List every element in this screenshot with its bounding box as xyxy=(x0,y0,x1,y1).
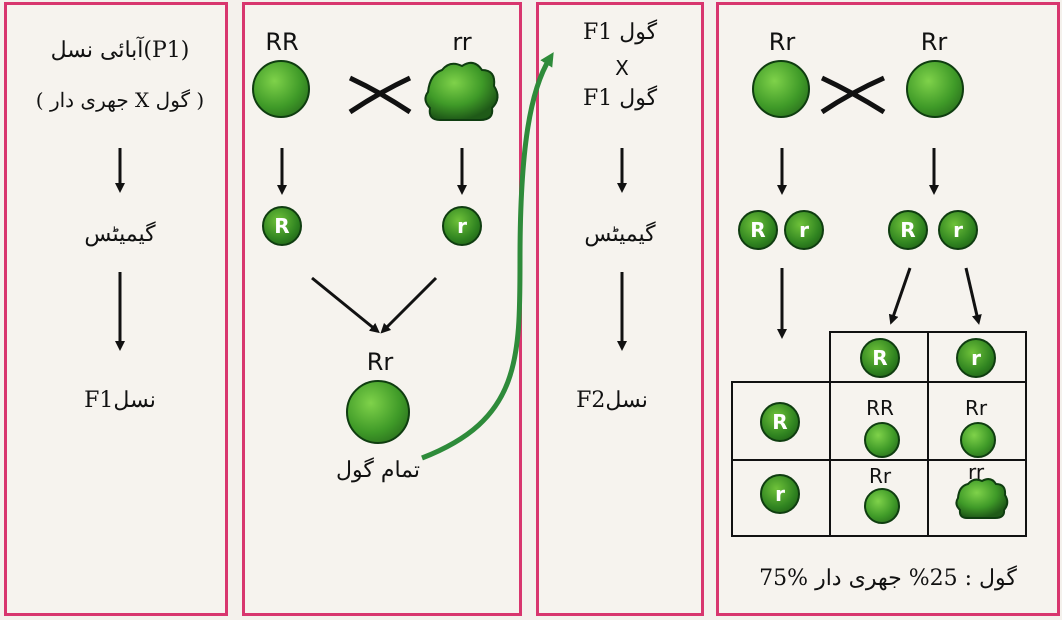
round-pea-icon xyxy=(906,60,964,118)
down-arrow-icon xyxy=(277,148,467,334)
punnett-row-header-r-recessive: r xyxy=(760,474,800,514)
gamete-left-r-dominant: R xyxy=(738,210,778,250)
gamete-r-dominant: R xyxy=(262,206,302,246)
parent-left-genotype: Rr xyxy=(768,28,796,56)
f1-cross-top-label: F1 گول xyxy=(582,20,658,45)
punnett-row-header-r-dominant: R xyxy=(760,402,800,442)
punnett-col-header-r-recessive: r xyxy=(956,338,996,378)
round-pea-icon xyxy=(864,488,900,524)
phenotype-ratio-label: 75% گول : 25% جھری دار xyxy=(759,566,1017,591)
round-pea-icon xyxy=(960,422,996,458)
offspring-genotype-label: Rr xyxy=(366,348,394,376)
f1-cross-bottom-label: F1 گول xyxy=(582,86,658,111)
parental-generation-label: آبائی نسل(P1) xyxy=(50,38,190,63)
gametes-label-f1: گیمیٹس xyxy=(584,222,656,247)
punnett-cell-rr-hetero-2: Rr xyxy=(868,464,892,488)
round-pea-icon xyxy=(864,422,900,458)
gametes-label: گیمیٹس xyxy=(84,222,156,247)
offspring-round-pea-icon xyxy=(346,380,410,444)
round-pea-icon xyxy=(252,60,310,118)
curved-arrow-icon xyxy=(421,52,554,461)
gamete-r-recessive: r xyxy=(442,206,482,246)
all-round-label: تمام گول xyxy=(336,458,420,483)
cross-icon xyxy=(348,75,412,115)
f2-generation-label: F2نسل xyxy=(576,388,648,413)
panel-parental xyxy=(4,2,228,616)
parent-rr-recessive-label: rr xyxy=(452,28,472,56)
gamete-right-r-recessive: r xyxy=(938,210,978,250)
parent-right-genotype: Rr xyxy=(920,28,948,56)
gamete-right-r-dominant: R xyxy=(888,210,928,250)
parent-rr-dominant-label: RR xyxy=(265,28,299,56)
gamete-left-r-recessive: r xyxy=(784,210,824,250)
punnett-grid xyxy=(731,331,1027,537)
wrinkled-pea-icon xyxy=(955,478,1009,519)
wrinkled-pea-icon xyxy=(424,61,499,121)
punnett-col-header-r-dominant: R xyxy=(860,338,900,378)
panel-cross-f1 xyxy=(536,2,704,616)
parental-cross-label: ( جھری دار X گول ) xyxy=(35,88,205,112)
cross-icon xyxy=(820,75,886,115)
punnett-cell-rr-hetero-1: Rr xyxy=(964,396,988,420)
punnett-cell-rr-recessive: rr xyxy=(967,460,985,484)
round-pea-icon xyxy=(752,60,810,118)
down-arrow-icon xyxy=(777,148,982,339)
f1-generation-label: F1نسل xyxy=(84,388,156,413)
cross-symbol: X xyxy=(615,56,629,80)
punnett-cell-rr-dominant: RR xyxy=(866,396,894,420)
